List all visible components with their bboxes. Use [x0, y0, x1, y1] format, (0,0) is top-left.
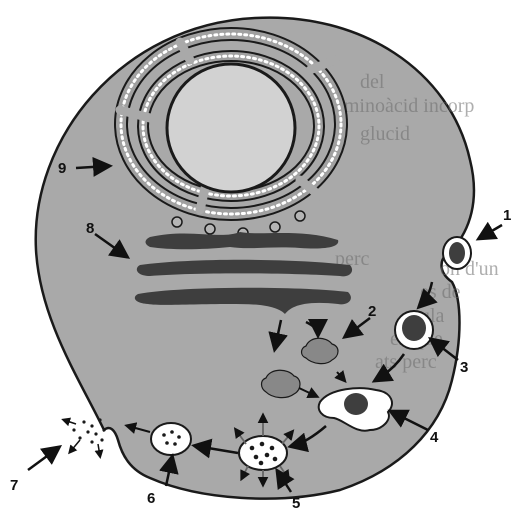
nucleus: [167, 64, 295, 192]
golgi-apparatus: [135, 232, 352, 314]
bg-text-1: del: [360, 71, 385, 93]
lysosome: [239, 436, 287, 470]
label-3: 3: [460, 359, 468, 376]
label-8: 8: [86, 220, 94, 237]
label-5: 5: [292, 495, 300, 512]
label-6: 6: [147, 490, 155, 507]
endocytic-pit: [443, 237, 471, 269]
endosome: [395, 311, 433, 349]
label-4: 4: [430, 429, 439, 446]
bg-text-3: glucid: [360, 123, 410, 145]
label-2: 2: [368, 303, 376, 320]
label-9: 9: [58, 160, 66, 177]
residual-body: [151, 423, 191, 455]
bg-text-9: ats perc: [375, 351, 437, 373]
bg-text-2: aminoàcid incorp: [335, 95, 474, 117]
label-7: 7: [10, 477, 18, 494]
label-1: 1: [503, 207, 511, 224]
release-arrows: [64, 420, 100, 456]
